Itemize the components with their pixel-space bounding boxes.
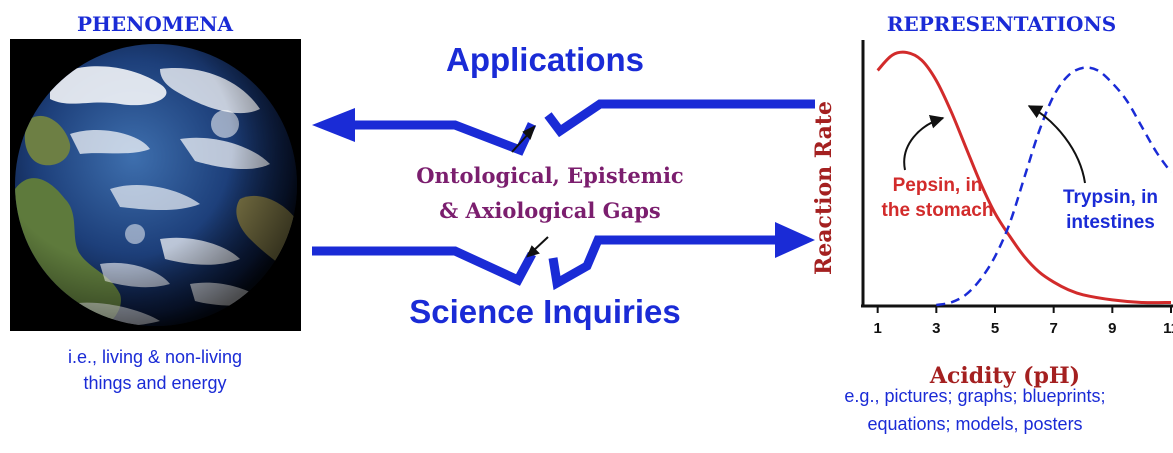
pepsin-curve: [876, 50, 1172, 305]
applications-label: Applications: [445, 41, 645, 78]
phenomena-caption-line1: i.e., living & non-living: [67, 347, 243, 367]
pepsin-pointer-arrow: [903, 114, 945, 171]
trypsin-label-line2: intestines: [1066, 212, 1155, 233]
chart-x-tick-label: 11: [1163, 320, 1173, 337]
representations-caption: e.g., pictures; graphs; blueprints; equa…: [775, 382, 1173, 438]
inquiries-arrowhead: [775, 222, 815, 258]
chart-x-tick-label: 9: [1108, 320, 1116, 337]
trypsin-curve: [936, 66, 1173, 307]
chart-x-tick-label: 7: [1049, 320, 1057, 337]
trypsin-label-line1: Trypsin, in: [1062, 187, 1159, 208]
chart-ylabel: Reaction Rate: [811, 101, 837, 275]
chart-xlabel: Acidity (pH): [929, 363, 1081, 389]
science-inquiries-label: Science Inquiries: [409, 293, 681, 330]
earth-image: [10, 39, 301, 331]
earth-globe-graphic: [15, 44, 297, 326]
applications-arrow: [355, 99, 815, 156]
chart-x-tick-label: 3: [932, 320, 940, 337]
gap-pointer-bottom: [526, 236, 549, 258]
gap-pointer-top: [511, 124, 536, 153]
representations-caption-line1: e.g., pictures; graphs; blueprints;: [844, 386, 1106, 406]
chart-ylabel-wrapper: Reaction Rate: [811, 101, 837, 275]
chart-x-tick-label: 1: [873, 320, 881, 337]
chart-x-tick-label: 5: [991, 320, 999, 337]
representations-title: REPRESENTATIONS: [886, 12, 1117, 36]
applications-arrowhead: [312, 108, 355, 142]
trypsin-pointer-arrow: [1027, 105, 1086, 184]
gaps-label-line1: Ontological, Epistemic: [416, 163, 684, 188]
trypsin-series-label: Trypsin, in intestines: [1048, 185, 1173, 235]
inquiries-arrow: [312, 235, 785, 291]
gaps-label-line2: & Axiological Gaps: [439, 198, 661, 223]
pepsin-label-line2: the stomach: [881, 200, 994, 221]
representations-caption-line2: equations; models, posters: [867, 414, 1083, 434]
phenomena-title: PHENOMENA: [76, 12, 234, 36]
pepsin-series-label: Pepsin, in the stomach: [870, 173, 1005, 223]
phenomena-caption-line2: things and energy: [83, 373, 227, 393]
phenomena-caption: i.e., living & non-living things and ene…: [0, 344, 310, 396]
pepsin-label-line1: Pepsin, in: [892, 175, 983, 196]
reaction-rate-chart: 1 3 5 7 9 11: [861, 40, 1173, 337]
gaps-label: Ontological, Epistemic & Axiological Gap…: [370, 158, 730, 228]
